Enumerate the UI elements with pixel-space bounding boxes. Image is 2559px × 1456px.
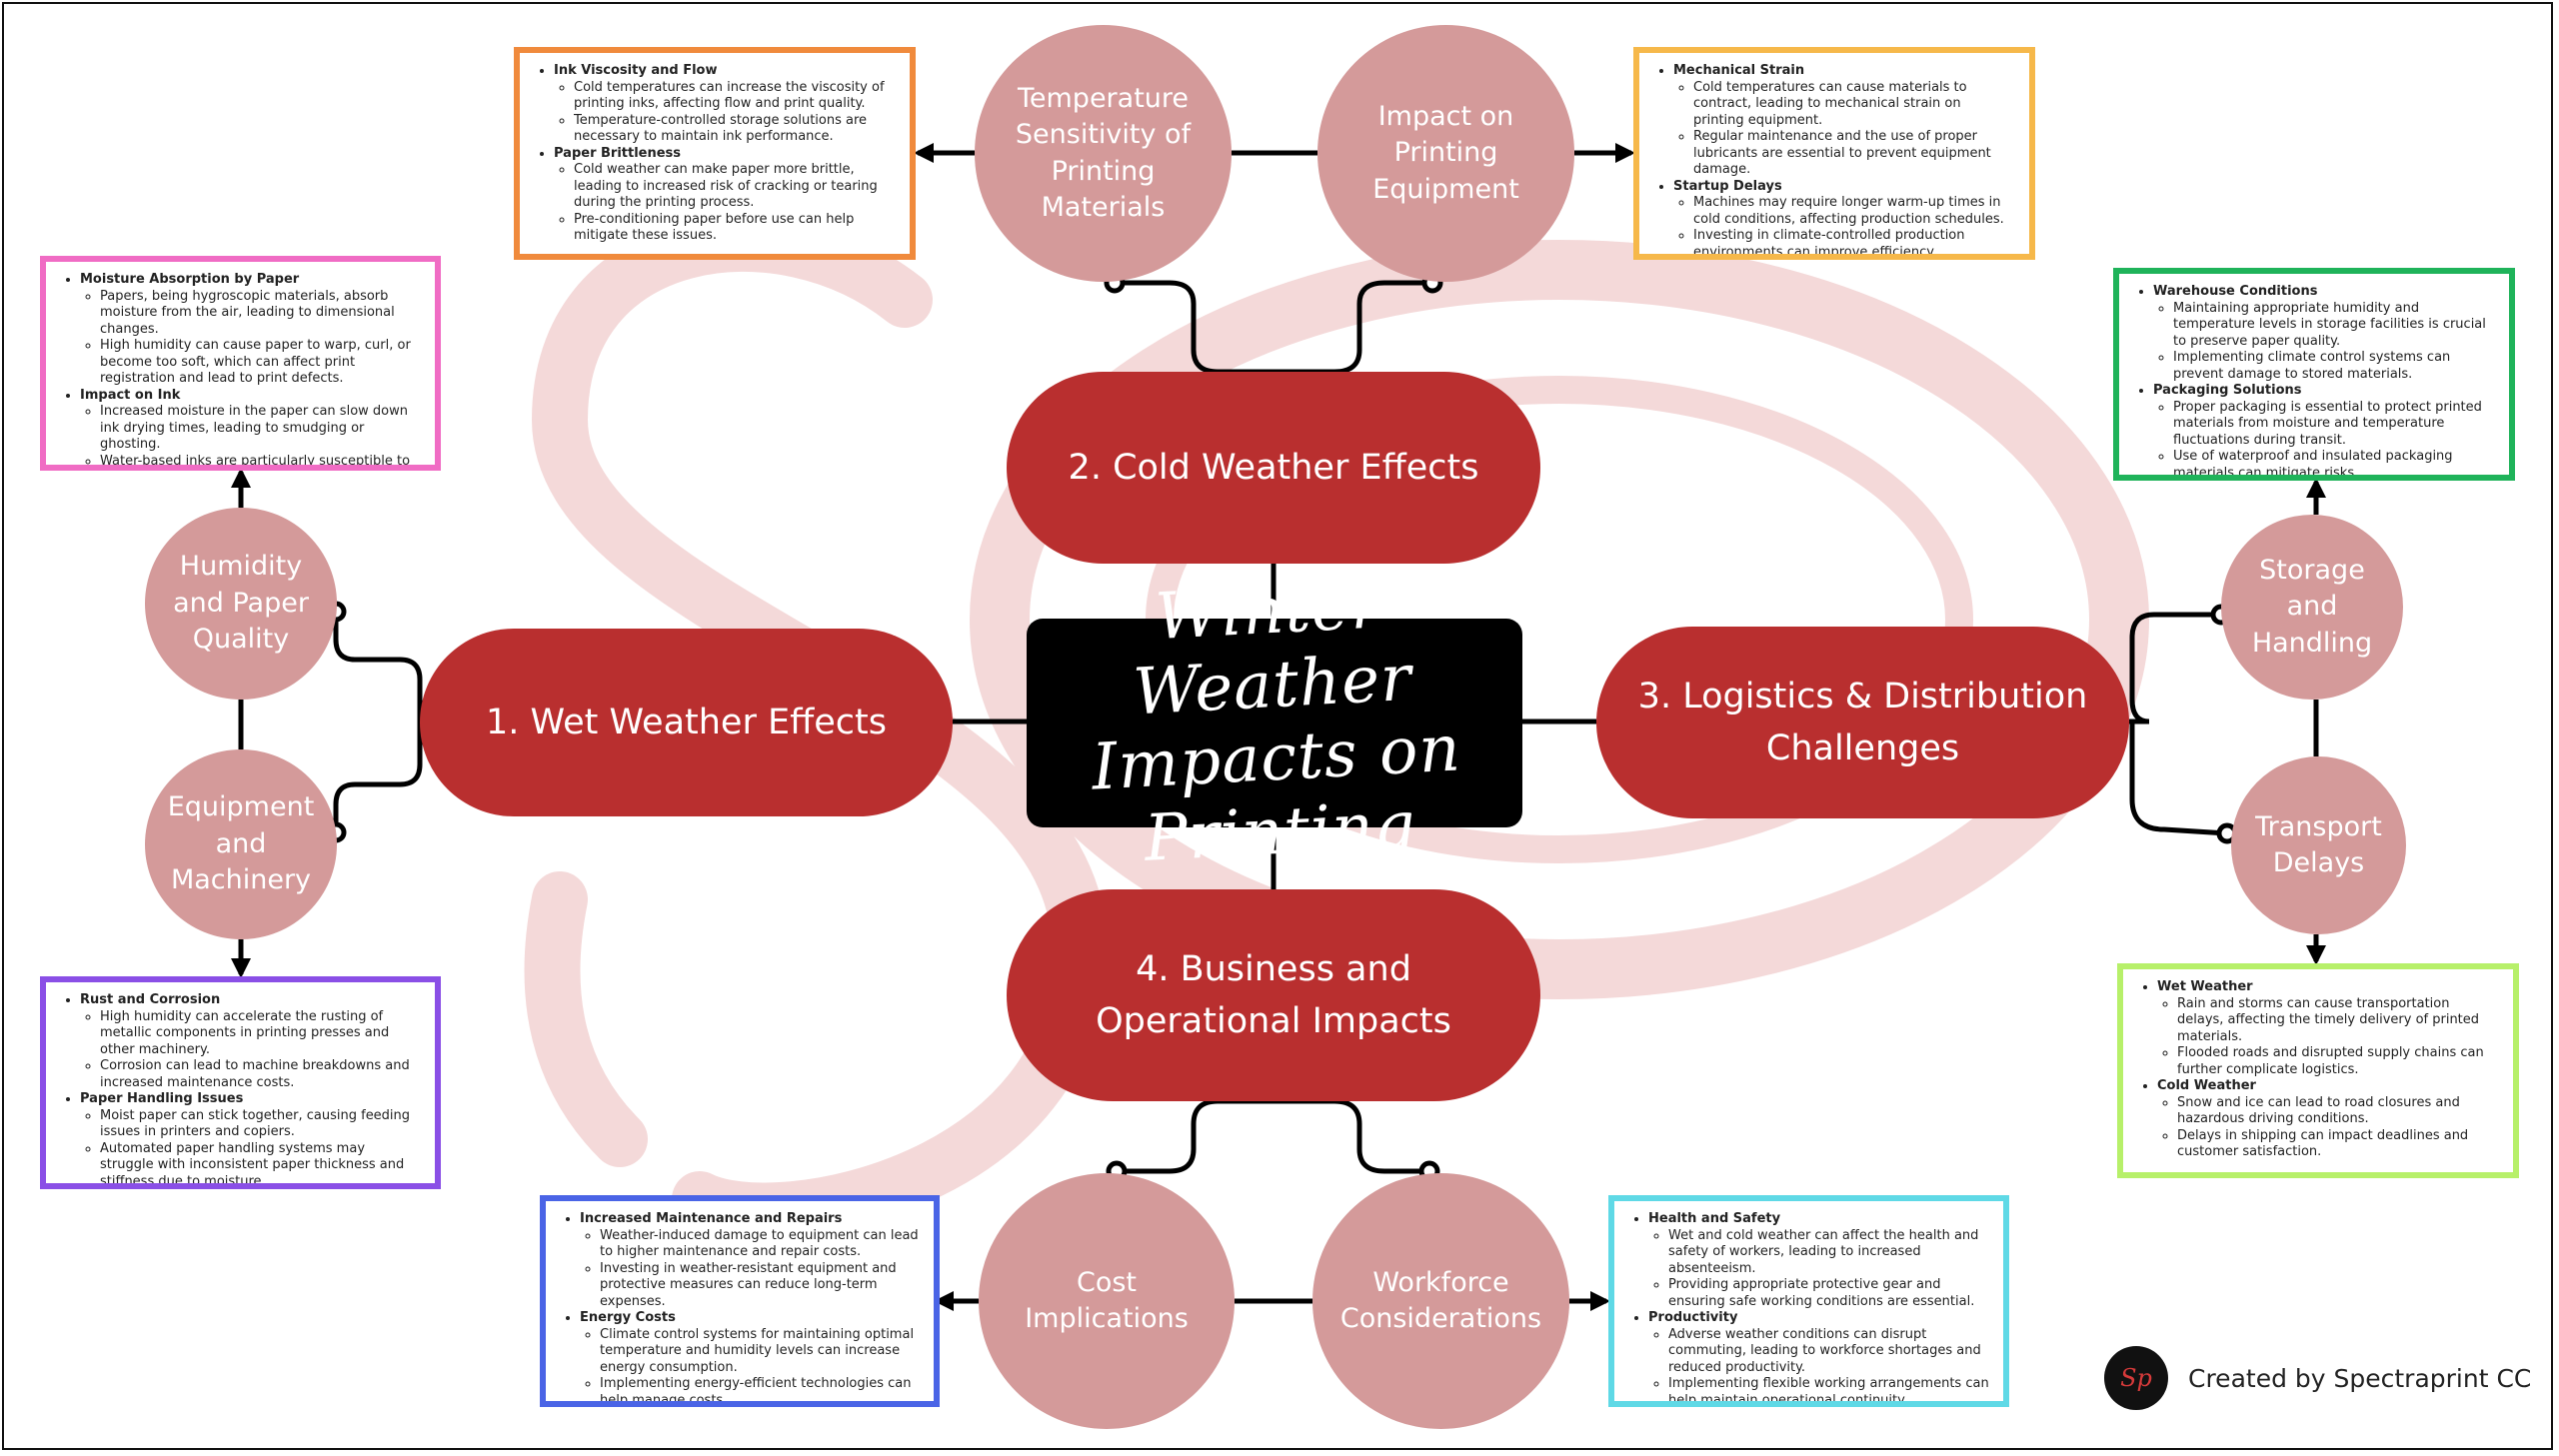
box-heading: Paper Handling Issues (80, 1091, 244, 1106)
box-heading: Wet Weather (2157, 979, 2253, 994)
box-point: Cold temperatures can increase the visco… (574, 80, 896, 113)
box-point: Implementing energy-efficient technologi… (600, 1376, 920, 1401)
box-point: Wet and cold weather can affect the heal… (1668, 1228, 1989, 1278)
topic-cost: Cost Implications (979, 1173, 1235, 1429)
box-point: Temperature-controlled storage solutions… (574, 113, 896, 146)
branch-cold-weather: 2. Cold Weather Effects (1007, 372, 1540, 564)
credit: Sp Created by Spectraprint CC (2104, 1346, 2531, 1410)
branch-business: 4. Business and Operational Impacts (1007, 889, 1540, 1101)
detail-box-workforce: Health and SafetyWet and cold weather ca… (1608, 1195, 2009, 1407)
box-point: Regular maintenance and the use of prope… (1693, 129, 2015, 179)
box-point: Investing in weather-resistant equipment… (600, 1261, 920, 1311)
box-point: Pre-conditioning paper before use can he… (574, 212, 896, 245)
box-heading: Warehouse Conditions (2153, 284, 2318, 299)
box-point: Cold temperatures can cause materials to… (1693, 80, 2015, 130)
box-point: Rain and storms can cause transportation… (2177, 996, 2499, 1046)
credit-text: Created by Spectraprint CC (2188, 1363, 2532, 1393)
box-point: Proper packaging is essential to protect… (2173, 400, 2495, 450)
box-point: Weather-induced damage to equipment can … (600, 1228, 920, 1261)
box-heading: Cold Weather (2157, 1078, 2256, 1093)
box-heading: Increased Maintenance and Repairs (580, 1211, 843, 1226)
box-heading: Impact on Ink (80, 387, 181, 403)
box-heading: Mechanical Strain (1673, 63, 1805, 78)
detail-box-temperature: Ink Viscosity and FlowCold temperatures … (514, 47, 916, 260)
box-point: Cold weather can make paper more brittle… (574, 162, 896, 212)
spectraprint-logo-icon: Sp (2104, 1346, 2168, 1410)
box-point: Snow and ice can lead to road closures a… (2177, 1095, 2499, 1128)
box-point: Implementing flexible working arrangemen… (1668, 1376, 1989, 1401)
box-heading: Rust and Corrosion (80, 992, 221, 1007)
topic-storage: Storage and Handling (2221, 515, 2403, 700)
box-heading: Productivity (1648, 1310, 1738, 1325)
detail-box-humidity: Moisture Absorption by PaperPapers, bein… (40, 256, 441, 471)
box-heading: Paper Brittleness (554, 145, 682, 161)
box-point: High humidity can accelerate the rusting… (100, 1009, 421, 1059)
box-point: Flooded roads and disrupted supply chain… (2177, 1045, 2499, 1078)
box-heading: Packaging Solutions (2153, 383, 2302, 398)
box-point: Maintaining appropriate humidity and tem… (2173, 301, 2495, 351)
topic-equipment: Equipment and Machinery (145, 749, 337, 939)
box-heading: Moisture Absorption by Paper (80, 272, 300, 287)
box-heading: Ink Viscosity and Flow (554, 63, 718, 78)
box-heading: Health and Safety (1648, 1211, 1781, 1226)
box-heading: Energy Costs (580, 1310, 676, 1325)
box-point: Delays in shipping can impact deadlines … (2177, 1128, 2499, 1161)
topic-workforce: Workforce Considerations (1312, 1173, 1569, 1429)
box-point: Moist paper can stick together, causing … (100, 1108, 421, 1141)
box-point: Automated paper handling systems may str… (100, 1141, 421, 1184)
topic-impact-equipment: Impact on Printing Equipment (1317, 25, 1574, 282)
branch-wet-weather: 1. Wet Weather Effects (420, 629, 953, 816)
detail-box-transport: Wet WeatherRain and storms can cause tra… (2117, 963, 2519, 1178)
box-point: Water-based inks are particularly suscep… (100, 454, 421, 466)
detail-box-equipment: Rust and CorrosionHigh humidity can acce… (40, 976, 441, 1189)
box-point: Adverse weather conditions can disrupt c… (1668, 1327, 1989, 1377)
box-point: Providing appropriate protective gear an… (1668, 1277, 1989, 1310)
central-title-box: Winter Weather Impacts on Printing (1027, 570, 1522, 876)
box-point: Implementing climate control systems can… (2173, 350, 2495, 383)
box-point: Climate control systems for maintaining … (600, 1327, 920, 1377)
central-title: Winter Weather Impacts on Printing (1090, 569, 1463, 877)
box-point: Increased moisture in the paper can slow… (100, 404, 421, 454)
topic-humidity: Humidity and Paper Quality (145, 508, 337, 700)
box-point: Corrosion can lead to machine breakdowns… (100, 1058, 421, 1091)
box-point: Use of waterproof and insulated packagin… (2173, 449, 2495, 475)
topic-transport: Transport Delays (2231, 756, 2406, 934)
branch-logistics: 3. Logistics & Distribution Challenges (1596, 627, 2129, 818)
detail-box-cost: Increased Maintenance and RepairsWeather… (540, 1195, 940, 1407)
box-heading: Startup Delays (1673, 178, 1782, 194)
topic-temperature: Temperature Sensitivity of Printing Mate… (975, 25, 1232, 282)
box-point: Investing in climate-controlled producti… (1693, 228, 2015, 254)
detail-box-impact-equipment: Mechanical StrainCold temperatures can c… (1633, 47, 2035, 260)
box-point: Papers, being hygroscopic materials, abs… (100, 289, 421, 339)
detail-box-storage: Warehouse ConditionsMaintaining appropri… (2113, 268, 2515, 481)
box-point: High humidity can cause paper to warp, c… (100, 338, 421, 388)
box-point: Machines may require longer warm-up time… (1693, 195, 2015, 228)
